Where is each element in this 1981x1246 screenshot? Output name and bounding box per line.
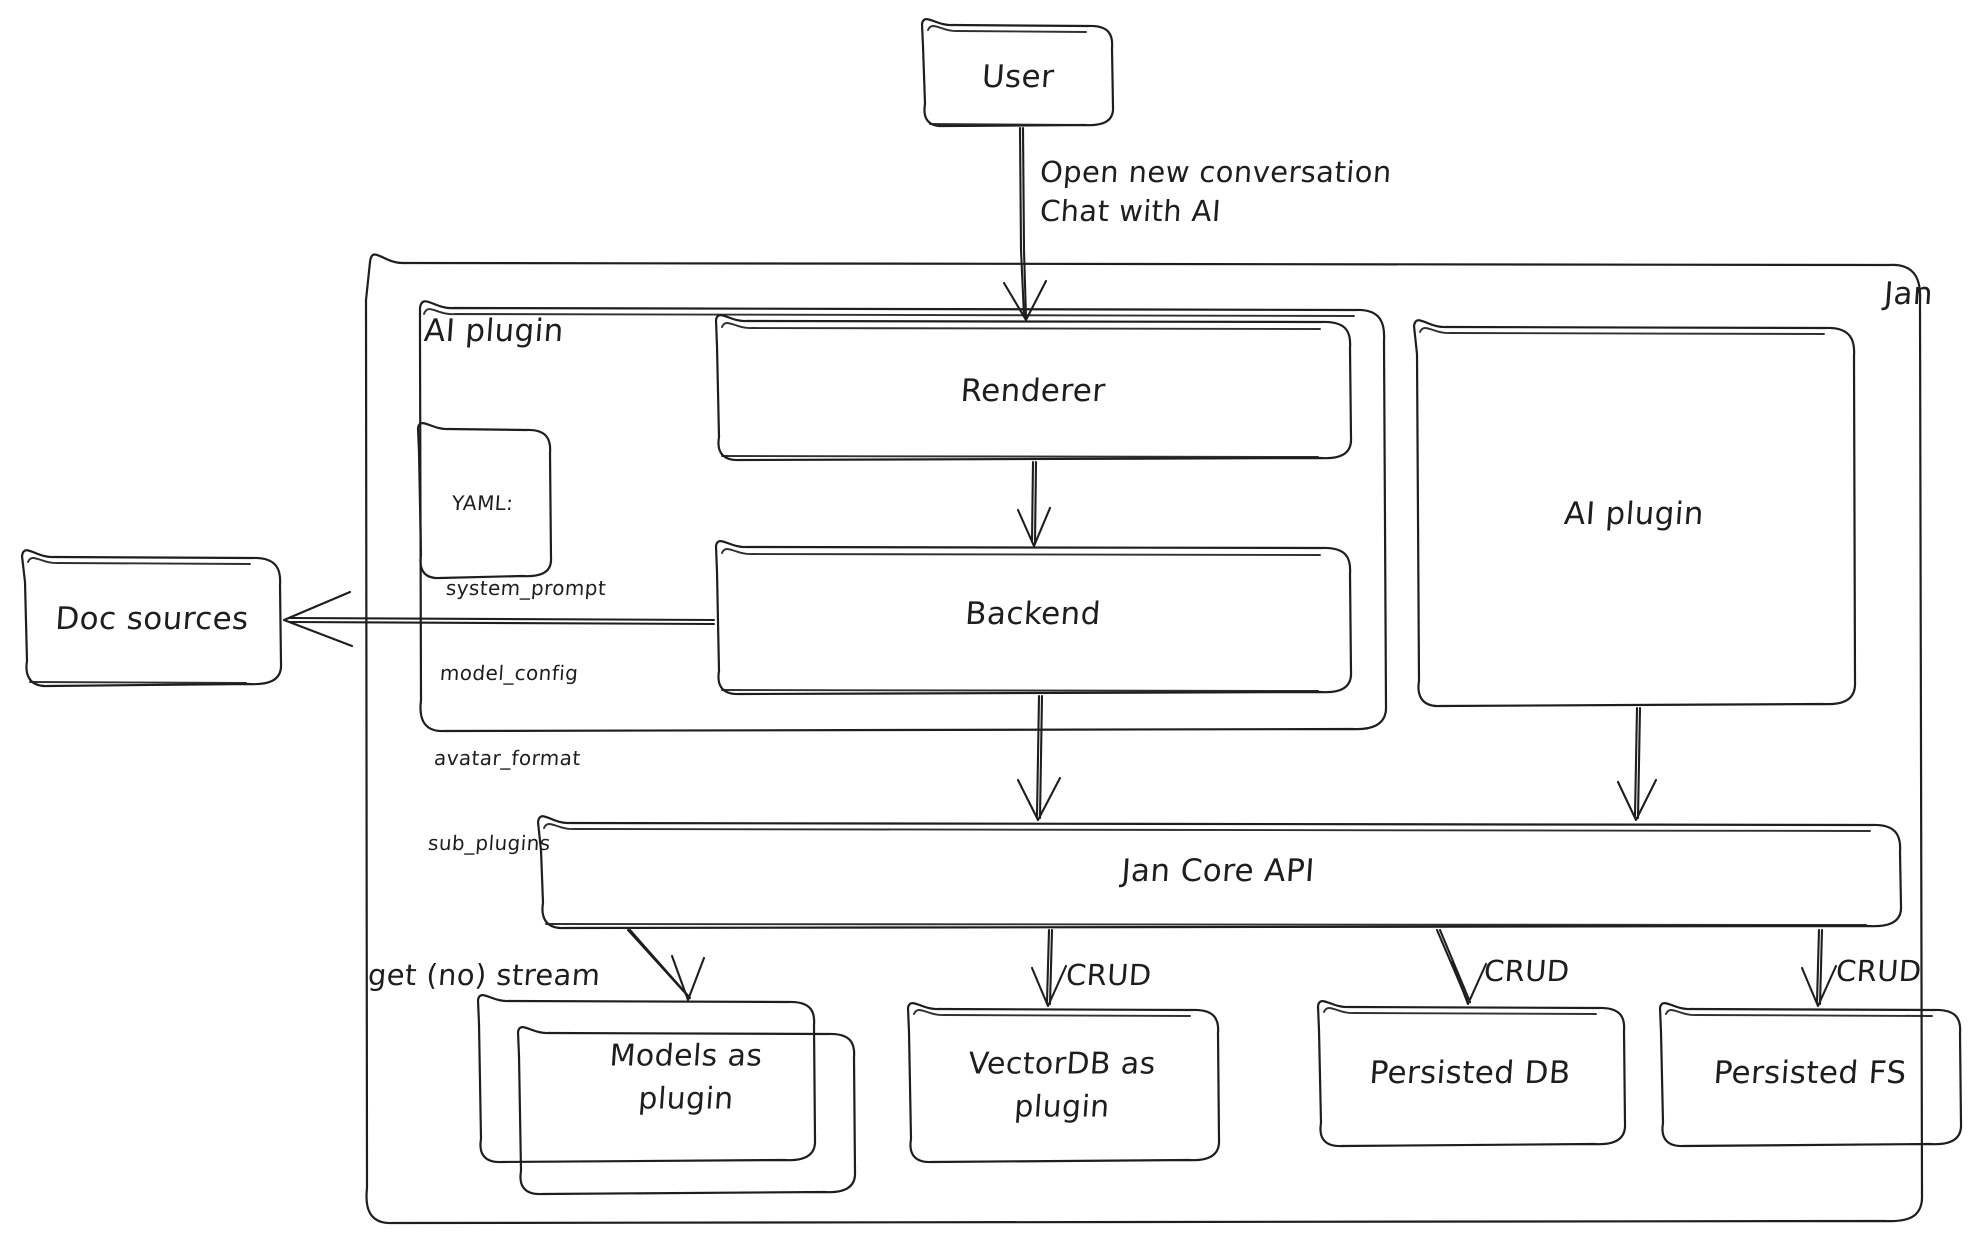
edge-backend-to-core bbox=[1016, 694, 1062, 822]
ai-plugin-right-box-shape[interactable] bbox=[1412, 319, 1857, 708]
edge-label-crud-persisted-fs: CRUD bbox=[1834, 954, 1923, 988]
models-plugin-line-2: plugin bbox=[637, 1081, 735, 1116]
yaml-line-3: model_config bbox=[439, 661, 580, 686]
models-plugin-line-1: Models as bbox=[608, 1038, 764, 1074]
edge-label-line-1: Open new conversation bbox=[1038, 155, 1393, 189]
edge-core-to-vectordb bbox=[1030, 928, 1068, 1008]
edge-label-line-2: Chat with AI bbox=[1038, 194, 1223, 229]
models-plugin-node-label: Models as plugin bbox=[608, 1038, 764, 1116]
edge-ai-plugin-to-core bbox=[1616, 706, 1658, 822]
edge-user-to-renderer bbox=[1002, 126, 1048, 322]
doc-sources-node-label: Doc sources bbox=[54, 601, 250, 638]
yaml-line-4: avatar_format bbox=[433, 746, 582, 771]
ai-plugin-right-node-label: AI plugin bbox=[1562, 496, 1706, 533]
vectordb-plugin-line-2: plugin bbox=[1013, 1089, 1111, 1124]
edge-core-to-persisted-fs bbox=[1800, 928, 1838, 1008]
ai-plugin-group-shape[interactable] bbox=[418, 300, 1388, 733]
doc-sources-box-shape[interactable] bbox=[20, 549, 283, 688]
renderer-node-label: Renderer bbox=[959, 373, 1107, 410]
models-plugin-box-shape[interactable] bbox=[476, 994, 857, 1196]
edge-label-open-conversation: Open new conversation Chat with AI bbox=[1038, 155, 1393, 229]
edge-label-crud-persisted-db: CRUD bbox=[1482, 954, 1571, 988]
backend-box-shape[interactable] bbox=[714, 540, 1353, 696]
user-box-shape[interactable] bbox=[920, 18, 1115, 128]
edge-label-crud-vectordb: CRUD bbox=[1064, 958, 1153, 992]
persisted-db-box-shape[interactable] bbox=[1316, 1000, 1627, 1148]
edge-core-to-models bbox=[626, 928, 706, 1002]
yaml-box-shape[interactable] bbox=[416, 422, 553, 580]
edge-label-get-no-stream: get (no) stream bbox=[366, 958, 602, 992]
renderer-box-shape[interactable] bbox=[714, 314, 1353, 462]
user-node-label: User bbox=[980, 59, 1056, 96]
edge-backend-to-doc-sources bbox=[282, 590, 716, 648]
edge-core-to-persisted-db bbox=[1435, 928, 1488, 1006]
yaml-line-1: YAML: bbox=[451, 490, 515, 515]
vectordb-plugin-box-shape[interactable] bbox=[906, 1002, 1221, 1164]
jan-container-label: Jan bbox=[1882, 276, 1935, 312]
jan-container-shape[interactable] bbox=[364, 253, 1924, 1225]
backend-node-label: Backend bbox=[964, 596, 1103, 633]
vectordb-plugin-line-1: VectorDB as bbox=[967, 1046, 1157, 1082]
yaml-config-text: YAML: system_prompt model_config avatar_… bbox=[423, 432, 617, 915]
jan-core-api-box-shape[interactable] bbox=[536, 815, 1903, 930]
persisted-db-node-label: Persisted DB bbox=[1368, 1055, 1572, 1092]
ai-plugin-group-label: AI plugin bbox=[422, 313, 566, 349]
yaml-line-2: system_prompt bbox=[445, 575, 608, 600]
persisted-fs-node-label: Persisted FS bbox=[1712, 1055, 1908, 1092]
edge-renderer-to-backend bbox=[1016, 460, 1052, 548]
yaml-line-5: sub_plugins bbox=[427, 831, 552, 856]
jan-core-api-node-label: Jan Core API bbox=[1120, 853, 1316, 890]
vectordb-plugin-node-label: VectorDB as plugin bbox=[967, 1046, 1157, 1124]
persisted-fs-box-shape[interactable] bbox=[1658, 1002, 1963, 1148]
